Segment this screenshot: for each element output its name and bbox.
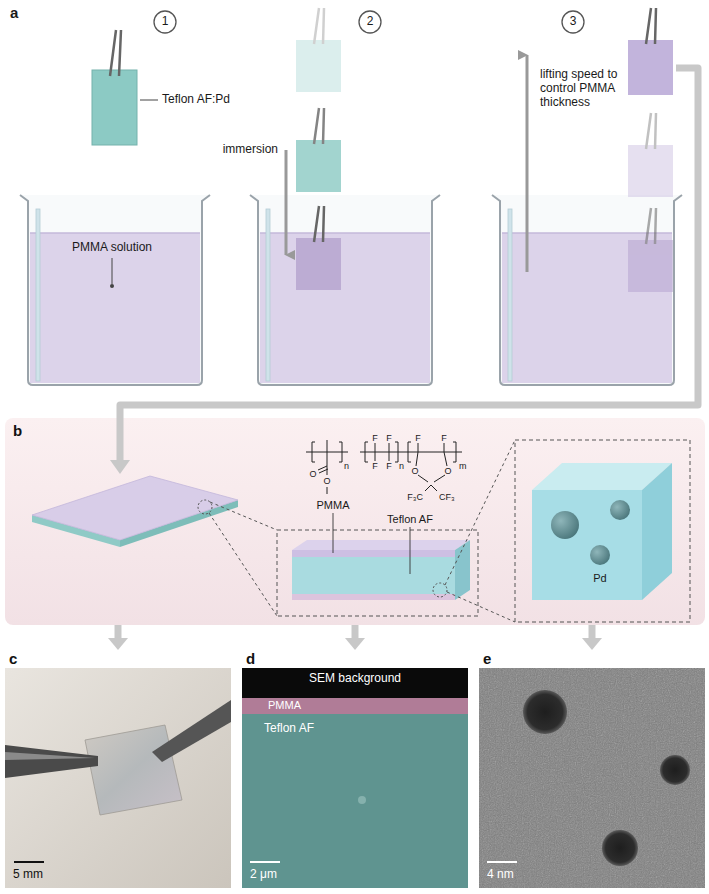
layer-label: PMMA xyxy=(268,699,301,712)
panel-band: b xyxy=(5,418,705,625)
repeat-index: m xyxy=(459,461,467,471)
atom-label: O xyxy=(309,469,316,479)
step-number: 3 xyxy=(570,15,577,29)
repeat-index: n xyxy=(344,461,349,471)
atom-label: F xyxy=(386,433,392,443)
group-label: F₃C xyxy=(407,492,423,502)
flow-arrow xyxy=(108,625,128,650)
layer-label: PMMA xyxy=(317,499,350,512)
atom-label: O xyxy=(323,476,330,486)
atom-label: F xyxy=(386,461,392,471)
panel-letter: c xyxy=(9,650,17,667)
panel-letter: b xyxy=(13,422,22,439)
part-label: Teflon AF:Pd xyxy=(162,93,230,107)
arrow-head xyxy=(345,638,365,650)
step-label: lifting speed to control PMMA thickness xyxy=(540,67,624,109)
scale-label: 4 nm xyxy=(487,868,514,882)
atom-label: F xyxy=(372,461,378,471)
atom-label: O xyxy=(444,466,451,476)
layer-label: Teflon AF xyxy=(387,513,433,526)
panel-letter: a xyxy=(10,4,18,21)
atom-label: O xyxy=(411,466,418,476)
arrow-shaft xyxy=(352,625,359,640)
photo-panel: e 4 nm xyxy=(479,650,705,888)
photo-panel: dSEM backgroundPMMA Teflon AF 2 μm xyxy=(242,650,468,888)
group-label: CF₃ xyxy=(439,492,455,502)
repeat-index: n xyxy=(399,461,404,471)
region-label: SEM background xyxy=(309,672,401,686)
photo-panel: c 5 mm xyxy=(5,650,231,888)
scale-label: 5 mm xyxy=(13,868,43,882)
atom-label: F xyxy=(441,433,447,443)
flow-arrow xyxy=(345,625,365,650)
atom-label: F xyxy=(415,433,421,443)
step-label: immersion xyxy=(223,143,278,157)
panel-letter: d xyxy=(246,650,255,667)
step-number: 1 xyxy=(162,15,169,29)
part-label: PMMA solution xyxy=(72,241,152,255)
layer-label: Teflon AF xyxy=(264,722,314,736)
atom-label: F xyxy=(372,433,378,443)
arrow-head xyxy=(582,638,602,650)
panel-letter: e xyxy=(483,650,491,667)
arrow-shaft xyxy=(589,625,596,640)
step-number: 2 xyxy=(367,15,374,29)
flow-arrow xyxy=(582,625,602,650)
arrow-shaft xyxy=(115,625,122,640)
particle-label: Pd xyxy=(593,572,606,585)
scale-label: 2 μm xyxy=(250,868,277,882)
arrow-head xyxy=(108,638,128,650)
